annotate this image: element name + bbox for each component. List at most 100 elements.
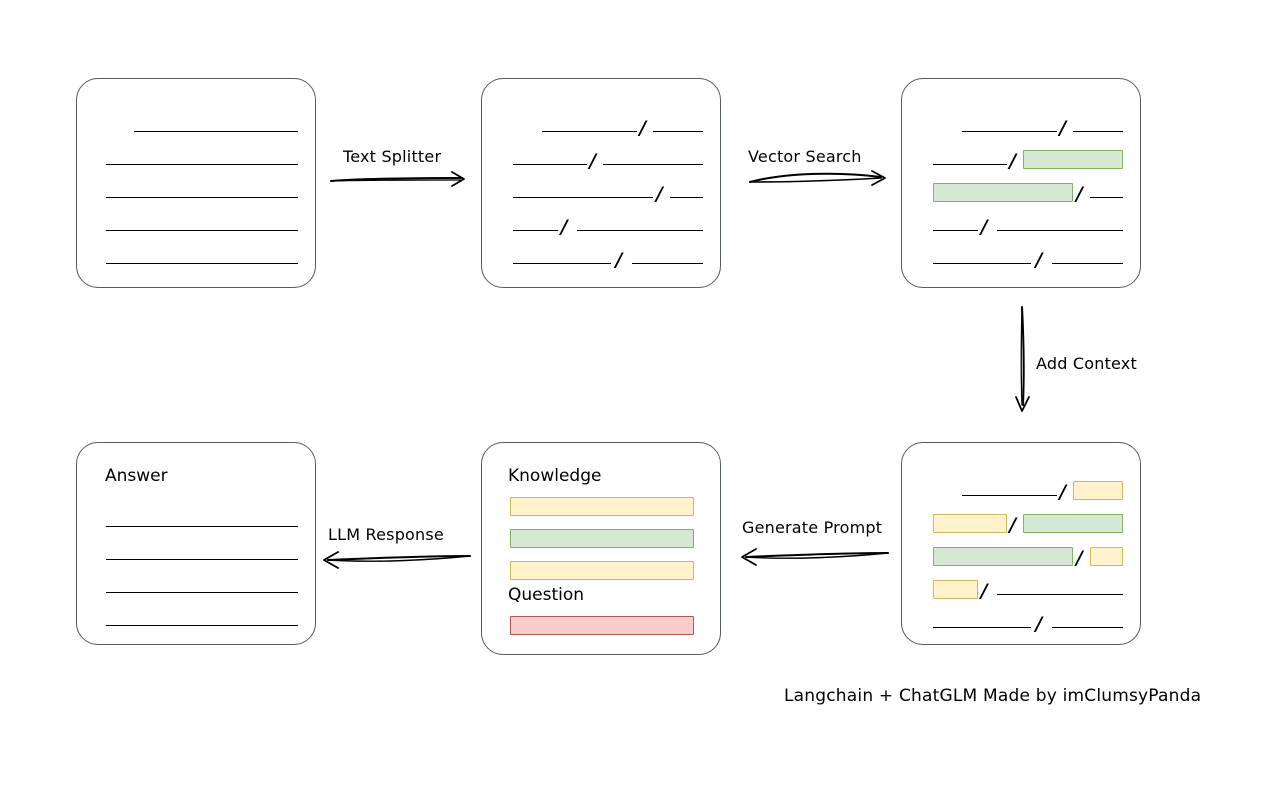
split-chunks-lines: / / / / / — [482, 79, 720, 287]
chunk-separator-slash: / — [1035, 249, 1043, 271]
document-line: / — [482, 246, 720, 271]
arrow-generate-prompt — [741, 548, 889, 566]
chunk-separator-slash: / — [615, 249, 623, 271]
text-line-segment — [670, 197, 704, 198]
chunk-separator-slash: / — [1059, 481, 1067, 503]
text-line-segment — [631, 263, 704, 264]
text-line-segment — [1051, 627, 1124, 628]
chunk-separator-slash: / — [1075, 183, 1083, 205]
highlighted-chunk-yellow[interactable] — [932, 580, 979, 599]
question-bar-stack — [482, 443, 720, 654]
document-line: / — [902, 114, 1140, 139]
text-line-segment — [105, 263, 299, 264]
text-line-segment — [105, 592, 299, 593]
highlighted-chunk-green[interactable] — [932, 547, 1074, 566]
document-line — [77, 246, 315, 268]
edge-label-generate-prompt: Generate Prompt — [742, 518, 883, 537]
text-line-segment — [932, 230, 979, 231]
highlighted-chunk-yellow[interactable] — [932, 514, 1007, 533]
prompt-box[interactable]: Knowledge Question — [481, 442, 721, 655]
matched-chunks-lines: / / / / / — [902, 79, 1140, 287]
highlighted-chunk-green[interactable] — [1023, 514, 1124, 533]
chunk-separator-slash: / — [639, 117, 647, 139]
text-line-segment — [512, 263, 611, 264]
document-line: / — [902, 577, 1140, 601]
highlighted-chunk-yellow[interactable] — [1090, 547, 1124, 566]
text-line-segment — [961, 131, 1057, 132]
document-line: / — [902, 147, 1140, 172]
knowledge-bar-stack — [482, 443, 720, 654]
document-line — [77, 213, 315, 235]
text-line-segment — [134, 131, 299, 132]
highlighted-chunk-green[interactable] — [932, 183, 1074, 202]
document-line: / — [902, 610, 1140, 635]
document-line — [77, 509, 315, 531]
knowledge-bar[interactable] — [510, 529, 694, 548]
text-line-segment — [105, 230, 299, 231]
knowledge-label: Knowledge — [508, 466, 602, 486]
document-line — [77, 542, 315, 564]
matched-chunks-box[interactable]: / / / / / — [901, 78, 1141, 288]
edge-label-llm-response: LLM Response — [328, 525, 444, 544]
context-chunks-box[interactable]: / / / / / — [901, 442, 1141, 645]
chunk-separator-slash: / — [560, 216, 568, 238]
chunk-separator-slash: / — [1009, 514, 1017, 536]
document-line — [77, 180, 315, 202]
knowledge-bar[interactable] — [510, 497, 694, 516]
context-chunks-lines: / / / / / — [902, 443, 1140, 644]
text-line-segment — [961, 495, 1057, 496]
text-line-segment — [105, 197, 299, 198]
split-chunks-box[interactable]: / / / / / — [481, 78, 721, 288]
text-line-segment — [512, 164, 587, 165]
knowledge-bar[interactable] — [510, 561, 694, 580]
text-line-segment — [932, 164, 1007, 165]
highlighted-chunk-yellow[interactable] — [1073, 481, 1124, 500]
text-line-segment — [653, 131, 704, 132]
document-line — [77, 575, 315, 597]
text-line-segment — [512, 230, 559, 231]
question-bar[interactable] — [510, 616, 694, 635]
chunk-separator-slash: / — [1075, 547, 1083, 569]
text-line-segment — [932, 627, 1031, 628]
chunk-separator-slash: / — [655, 183, 663, 205]
text-line-segment — [1090, 197, 1124, 198]
highlighted-chunk-green[interactable] — [1023, 150, 1124, 169]
arrow-add-context — [1015, 306, 1030, 412]
arrow-vector-search — [749, 170, 886, 186]
document-line: / — [902, 246, 1140, 271]
document-line: / — [902, 478, 1140, 503]
text-line-segment — [577, 230, 704, 231]
document-line: / — [902, 213, 1140, 238]
text-line-segment — [997, 230, 1124, 231]
question-label: Question — [508, 585, 585, 605]
text-line-segment — [997, 594, 1124, 595]
document-line — [77, 147, 315, 169]
source-document-box[interactable] — [76, 78, 316, 288]
arrow-llm-response — [323, 551, 471, 569]
text-line-segment — [105, 526, 299, 527]
document-line — [77, 608, 315, 630]
document-line: / — [482, 180, 720, 205]
document-line: / — [902, 511, 1140, 536]
source-document-lines — [77, 79, 315, 287]
arrow-text-splitter — [330, 171, 465, 187]
text-line-segment — [105, 164, 299, 165]
document-line: / — [902, 180, 1140, 205]
text-line-segment — [541, 131, 637, 132]
answer-box[interactable]: Answer — [76, 442, 316, 645]
document-line: / — [482, 147, 720, 172]
edge-label-text-splitter: Text Splitter — [343, 147, 442, 166]
chunk-separator-slash: / — [980, 216, 988, 238]
document-line: / — [482, 114, 720, 139]
edge-label-vector-search: Vector Search — [748, 147, 862, 166]
text-line-segment — [105, 625, 299, 626]
footer-credit: Langchain + ChatGLM Made by imClumsyPand… — [784, 686, 1202, 706]
chunk-separator-slash: / — [1035, 613, 1043, 635]
chunk-separator-slash: / — [1059, 117, 1067, 139]
text-line-segment — [932, 263, 1031, 264]
text-line-segment — [512, 197, 654, 198]
text-line-segment — [1051, 263, 1124, 264]
chunk-separator-slash: / — [1009, 150, 1017, 172]
chunk-separator-slash: / — [589, 150, 597, 172]
